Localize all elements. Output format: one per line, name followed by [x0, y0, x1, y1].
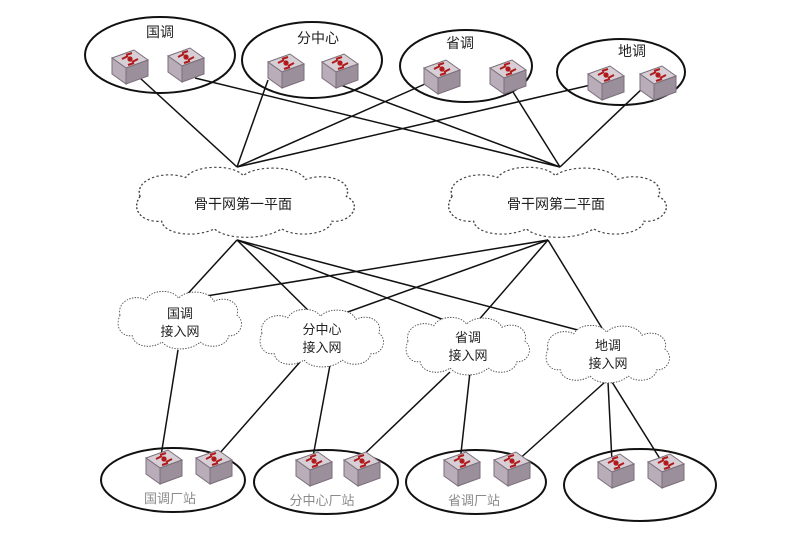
router-switch-icon	[195, 449, 233, 485]
group-boundary	[556, 38, 686, 106]
router-switch-icon	[267, 53, 305, 89]
router-switch-icon	[167, 47, 205, 83]
group-label: 省调	[446, 36, 474, 52]
link-plane1-acc1	[181, 239, 238, 301]
link-top1-plane1	[139, 77, 238, 168]
link-plane1-acc3	[236, 239, 471, 331]
link-top4-plane1	[236, 83, 596, 168]
group-boundary	[241, 21, 383, 99]
backbone-label: 骨干网第二平面	[507, 196, 605, 213]
bottom-group-1: 国调厂站	[100, 447, 246, 513]
group-boundary	[405, 449, 547, 515]
link-top4-plane2	[559, 85, 646, 168]
top-group-1: 国调	[84, 16, 236, 94]
top-group-4: 地调	[556, 38, 686, 106]
group-label: 分中心	[297, 31, 339, 47]
router-switch-icon	[145, 449, 183, 485]
bottom-group-2: 分中心厂站	[253, 449, 399, 515]
access-net-4: 地调 接入网	[545, 324, 670, 384]
cloud-shape	[545, 324, 670, 384]
bottom-group-4	[563, 448, 717, 522]
link-acc3-bottom3	[459, 371, 471, 463]
access-net-3: 省调 接入网	[405, 316, 530, 376]
router-switch-icon	[295, 451, 333, 487]
access-net-2: 分中心 接入网	[259, 308, 384, 368]
access-label-line1: 省调	[455, 331, 481, 346]
access-label-line2: 接入网	[160, 324, 199, 340]
link-acc4-bottom3	[515, 381, 606, 463]
access-label-line2: 接入网	[302, 340, 341, 356]
top-group-2: 分中心	[241, 21, 383, 99]
router-switch-icon	[489, 59, 527, 95]
group-label: 省调厂站	[448, 494, 500, 509]
link-acc4-bottom4a	[607, 381, 613, 463]
access-label-line1: 分中心	[302, 323, 341, 338]
link-acc2-bottom2	[311, 364, 331, 463]
link-plane2-acc4	[547, 239, 609, 339]
backbone-label: 骨干网第一平面	[194, 196, 292, 213]
links	[139, 77, 663, 463]
backbone-plane-1: 骨干网第一平面	[135, 166, 356, 239]
access-label-line1: 国调	[167, 307, 193, 322]
top-group-3: 省调	[399, 29, 533, 103]
router-switch-icon	[587, 65, 625, 101]
group-boundary	[563, 448, 717, 522]
link-plane2-acc3	[469, 239, 549, 331]
group-label: 地调	[618, 44, 646, 60]
router-switch-icon	[321, 53, 359, 89]
group-label: 分中心厂站	[289, 494, 354, 509]
router-switch-icon	[423, 59, 461, 95]
link-plane1-acc4	[236, 239, 609, 339]
router-switch-icon	[443, 451, 481, 487]
router-switch-icon	[343, 451, 381, 487]
group-boundary	[399, 29, 533, 103]
access-label-line1: 地调	[595, 339, 621, 354]
access-label-line2: 接入网	[448, 348, 487, 364]
link-top3-plane1	[236, 83, 426, 168]
router-switch-icon	[639, 65, 677, 101]
group-boundary	[100, 447, 246, 513]
group-label: 国调厂站	[144, 492, 196, 507]
backbone-plane-2: 骨干网第二平面	[447, 166, 668, 239]
access-net-1: 国调 接入网	[117, 290, 242, 350]
link-plane2-acc2	[319, 239, 549, 323]
cloud-shape	[259, 308, 384, 368]
router-switch-icon	[111, 49, 149, 85]
link-top2-plane1	[236, 79, 269, 168]
router-switch-icon	[493, 451, 531, 487]
router-switch-icon	[597, 453, 635, 489]
group-boundary	[253, 449, 399, 515]
link-plane1-acc2	[236, 239, 321, 323]
link-acc3-bottom2	[355, 371, 451, 463]
link-acc1-bottom1	[159, 349, 179, 463]
access-label-line2: 接入网	[588, 356, 627, 372]
group-label: 国调	[146, 25, 174, 41]
link-acc2-bottom1	[211, 361, 301, 463]
group-boundary	[84, 16, 236, 94]
link-top3-plane2	[507, 83, 561, 168]
router-switch-icon	[647, 453, 685, 489]
link-top2-plane2	[337, 83, 561, 168]
link-top1-plane2	[194, 77, 561, 168]
link-plane2-acc1	[181, 239, 549, 301]
cloud-shape	[405, 316, 530, 376]
bottom-group-3: 省调厂站	[405, 449, 547, 515]
